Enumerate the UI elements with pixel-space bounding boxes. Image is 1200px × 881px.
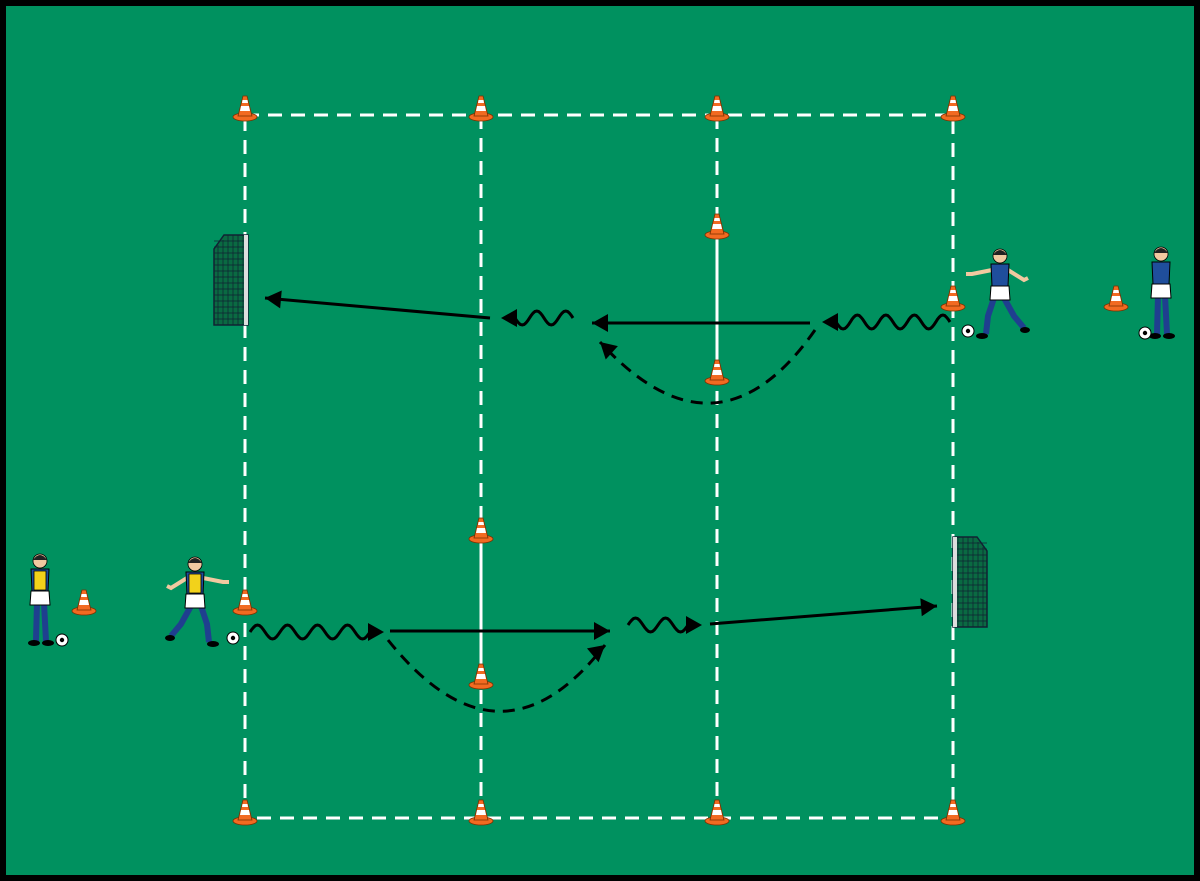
cone-icon (468, 95, 494, 122)
arrowhead-icon (686, 616, 702, 634)
goals (213, 234, 988, 628)
cone-icon (940, 285, 966, 312)
cone-icon (704, 359, 730, 386)
dribble-arrow (834, 313, 952, 331)
arrowhead-icon (586, 645, 605, 663)
arrowhead-icon (822, 313, 838, 331)
ball-icon (55, 633, 69, 647)
cone-icon (468, 663, 494, 690)
cone-icon (940, 799, 966, 826)
arrowhead-icon (600, 342, 618, 360)
cone-icon (71, 589, 97, 616)
player-icon (28, 553, 54, 646)
cone-icon (232, 95, 258, 122)
cone-icon (232, 799, 258, 826)
ball-icon (961, 324, 975, 338)
grid-boundary-line (243, 113, 955, 820)
cone-icon (468, 799, 494, 826)
cone-icon (232, 589, 258, 616)
player-icon (966, 248, 1030, 339)
cone-icon (468, 517, 494, 544)
cones (71, 95, 1129, 826)
player-icon (165, 556, 229, 647)
arrowhead-icon (592, 314, 608, 332)
cone-icon (1103, 285, 1129, 312)
goal-icon (952, 536, 988, 628)
arrowhead-icon (501, 309, 517, 327)
arrowhead-icon (920, 598, 937, 617)
goal-icon (213, 234, 249, 326)
arrowhead-icon (265, 290, 282, 309)
arrowhead-icon (594, 622, 610, 640)
cone-icon (704, 213, 730, 240)
cone-icon (940, 95, 966, 122)
pass-arrow (264, 296, 491, 320)
dribble-arrow (248, 623, 372, 641)
dribble-arrow (626, 616, 690, 634)
movement-arrows (248, 290, 952, 713)
cone-icon (704, 95, 730, 122)
ball-icon (226, 631, 240, 645)
dribble-arrow (513, 309, 575, 327)
player-icon (1149, 246, 1175, 339)
pass-arrow (709, 604, 938, 626)
cone-icon (704, 799, 730, 826)
ball-icon (1138, 326, 1152, 340)
players (28, 246, 1175, 647)
arrowhead-icon (368, 623, 384, 641)
run-arrow (598, 329, 817, 405)
run-arrow (386, 639, 607, 713)
